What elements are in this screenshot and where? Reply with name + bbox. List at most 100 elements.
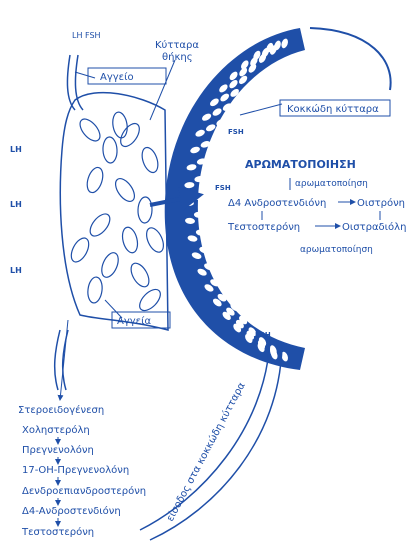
androstenedione: Δ4 Ανδροστενδιόνη (228, 197, 326, 209)
aromatization-title: ΑΡΩΜΑΤΟΠΟΙΗΣΗ (245, 158, 356, 171)
step-2: Πρεγνενολόνη (22, 444, 94, 456)
granulosa-cell (203, 187, 214, 195)
granulosa-cell (195, 229, 206, 236)
theca-cell (89, 213, 111, 237)
granulosa-cell (281, 38, 288, 49)
granulosa-layer (164, 28, 305, 370)
granulosa-cell (204, 223, 215, 230)
granulosa-cell (217, 293, 227, 302)
theca-cell (120, 122, 140, 148)
granulosa-cell (257, 342, 265, 353)
vessel-pointer (74, 71, 96, 79)
granulosa-cell (269, 45, 277, 55)
granulosa-cell (184, 182, 195, 189)
theca-cell (112, 111, 128, 139)
lh-left-2: LH (10, 200, 22, 209)
granulosa-cell (211, 135, 221, 143)
granulosa-cell (230, 88, 239, 97)
theca-cell-pattern (70, 111, 164, 312)
granulosa-cell (220, 93, 230, 102)
granulosa-cell (212, 108, 222, 116)
granulosa-cell (241, 60, 249, 70)
granulosa-cell (222, 103, 232, 111)
vessels-pointer (104, 299, 123, 319)
granulosa-cell (229, 71, 238, 81)
granulosa-pointer (239, 103, 283, 116)
entry-arc (139, 339, 271, 531)
granulosa-cell (199, 246, 209, 254)
granulosa-cell (193, 211, 204, 218)
granulosa-box (279, 99, 391, 117)
granulosa-cell (185, 217, 195, 224)
entry-arc-inner (149, 344, 283, 541)
theca-cell (141, 146, 159, 174)
theca-pointer (149, 59, 176, 121)
theca-cell (114, 178, 136, 202)
vessel-label: Αγγείο (100, 71, 134, 83)
steroid-pointer (57, 319, 69, 401)
granulosa-cell (216, 273, 226, 282)
estrone: Οιστρόνη (357, 197, 405, 209)
granulosa-cell (233, 323, 242, 333)
steroid-title: Στεροειδογένεση (18, 404, 104, 416)
granulosa-cell (229, 80, 238, 89)
fsh-lower: FSH (255, 331, 271, 339)
granulosa-label: Κοκκώδη κύτταρα (287, 103, 379, 115)
theca-cell (121, 226, 139, 254)
aroma-bottom-label: αρωματοποίηση (300, 245, 373, 255)
step-4: Δενδροεπιανδροστερόνη (22, 485, 146, 497)
granulosa-cell (200, 141, 211, 148)
granulosa-cell (209, 98, 219, 107)
granulosa-cell (197, 268, 207, 276)
granulosa-cell (196, 158, 207, 165)
lh-left-3: LH (10, 266, 22, 275)
step-3: 17-ΟΗ-Πρεγνενολόνη (22, 464, 129, 476)
theca-label-2: θήκης (162, 51, 193, 63)
granulosa-cell (203, 205, 214, 213)
granulosa-cell (206, 124, 216, 132)
granulosa-cell (270, 349, 278, 360)
granulosa-cell (250, 56, 258, 67)
theca-cell (101, 252, 119, 278)
granulosa-cell (239, 75, 248, 85)
theca-cell (86, 166, 104, 194)
step-5: Δ4-Ανδροστενδιόνη (22, 505, 121, 517)
theca-cell (102, 136, 118, 164)
granulosa-cell (202, 113, 212, 121)
vessels-label: Αγγεία (117, 315, 151, 327)
theca-cell (146, 227, 164, 253)
granulosa-cell (211, 257, 221, 265)
theca-cell (87, 276, 103, 304)
granulosa-cell (222, 289, 232, 297)
granulosa-cell (191, 252, 202, 259)
granulosa-cell (207, 152, 217, 159)
entry-label: είσοδος στα κοκκώδη κύτταρα (164, 380, 248, 523)
granulosa-cell (210, 279, 220, 287)
follicle-outer-arc (309, 27, 392, 91)
granulosa-cell (230, 303, 239, 312)
step-6: Τεστοστερόνη (21, 526, 94, 538)
theca-cell (79, 118, 101, 142)
granulosa-cell (204, 284, 214, 292)
granulosa-cell (194, 176, 205, 183)
vessels-box (111, 311, 171, 329)
fsh-upper: FSH (228, 128, 244, 136)
theca-cell (70, 237, 90, 263)
granulosa-cell (281, 351, 288, 362)
estradiol: Οιστραδιόλη (342, 221, 406, 233)
granulosa-cell (190, 146, 200, 154)
granulosa-cell (207, 241, 217, 248)
testosterone-right: Τεστοστερόνη (227, 221, 300, 233)
vessel-box (87, 67, 167, 85)
granulosa-cell (186, 164, 197, 171)
granulosa-cell (258, 53, 267, 63)
aroma-top-label: αρωματοποίηση (295, 179, 368, 189)
granulosa-cell (219, 84, 228, 93)
granulosa-cell (222, 311, 231, 320)
theca-label-1: Κύτταρα (155, 39, 199, 51)
granulosa-cell (204, 170, 215, 177)
granulosa-cell (212, 298, 222, 307)
step-1: Χοληστερόλη (22, 424, 90, 436)
transfer-arrow (149, 187, 204, 211)
